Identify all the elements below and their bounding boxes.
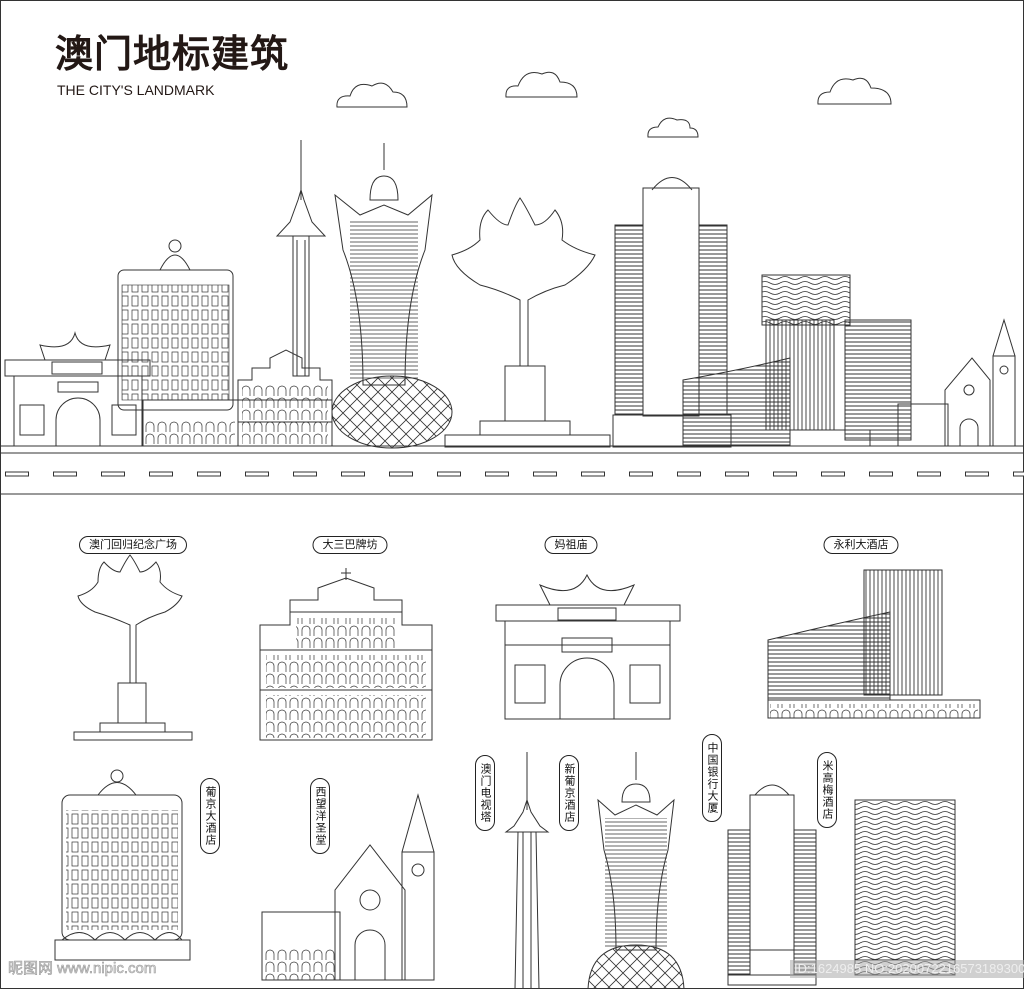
mgm-drawing [854, 799, 956, 976]
label-wynn: 永利大酒店 [823, 536, 899, 554]
skyline-lotus-statue [444, 197, 611, 448]
skyline-ruins-st-paul [237, 349, 333, 447]
label-mgm: 米高梅酒店 [817, 752, 837, 828]
ruins-st-paul-drawing [259, 568, 433, 741]
lisboa-hotel-drawing [54, 769, 191, 961]
label-ama-temple: 妈祖庙 [544, 536, 598, 554]
label-macau-tower: 澳门电视塔 [475, 755, 495, 831]
label-lotus-square: 澳门回归纪念广场 [79, 536, 187, 554]
boc-tower-drawing [727, 784, 817, 986]
ama-temple-drawing [495, 573, 681, 720]
watermark-site: 昵图网 www.nipic.com [8, 960, 157, 978]
skyline-ama-temple [4, 331, 151, 447]
clouds [336, 71, 892, 138]
skyline-wynn [682, 319, 835, 446]
macau-tower-drawing [504, 752, 550, 989]
label-lisboa-hotel: 葡京大酒店 [200, 778, 220, 854]
lotus-statue-drawing [73, 554, 193, 741]
skyline-macau-tower [275, 140, 327, 377]
grand-lisboa-drawing [587, 752, 685, 989]
page-subtitle: THE CITY'S LANDMARK [57, 82, 215, 98]
label-boc-tower: 中国银行大厦 [702, 734, 722, 822]
label-penha-church: 西望洋圣堂 [310, 778, 330, 854]
skyline-grand-lisboa [331, 143, 453, 449]
penha-church-drawing [261, 793, 435, 981]
road [0, 452, 1024, 495]
label-ruins-st-paul: 大三巴牌坊 [312, 536, 388, 554]
skyline-penha-church [897, 318, 1016, 447]
skyline [0, 140, 1024, 449]
label-grand-lisboa: 新葡京酒店 [559, 755, 579, 831]
watermark-id: ID:1624985 NO:20200722165731893000 [790, 960, 1024, 978]
wynn-drawing [767, 569, 981, 719]
skyline-lisboa-hotel [117, 239, 239, 447]
page-title: 澳门地标建筑 [55, 32, 290, 76]
